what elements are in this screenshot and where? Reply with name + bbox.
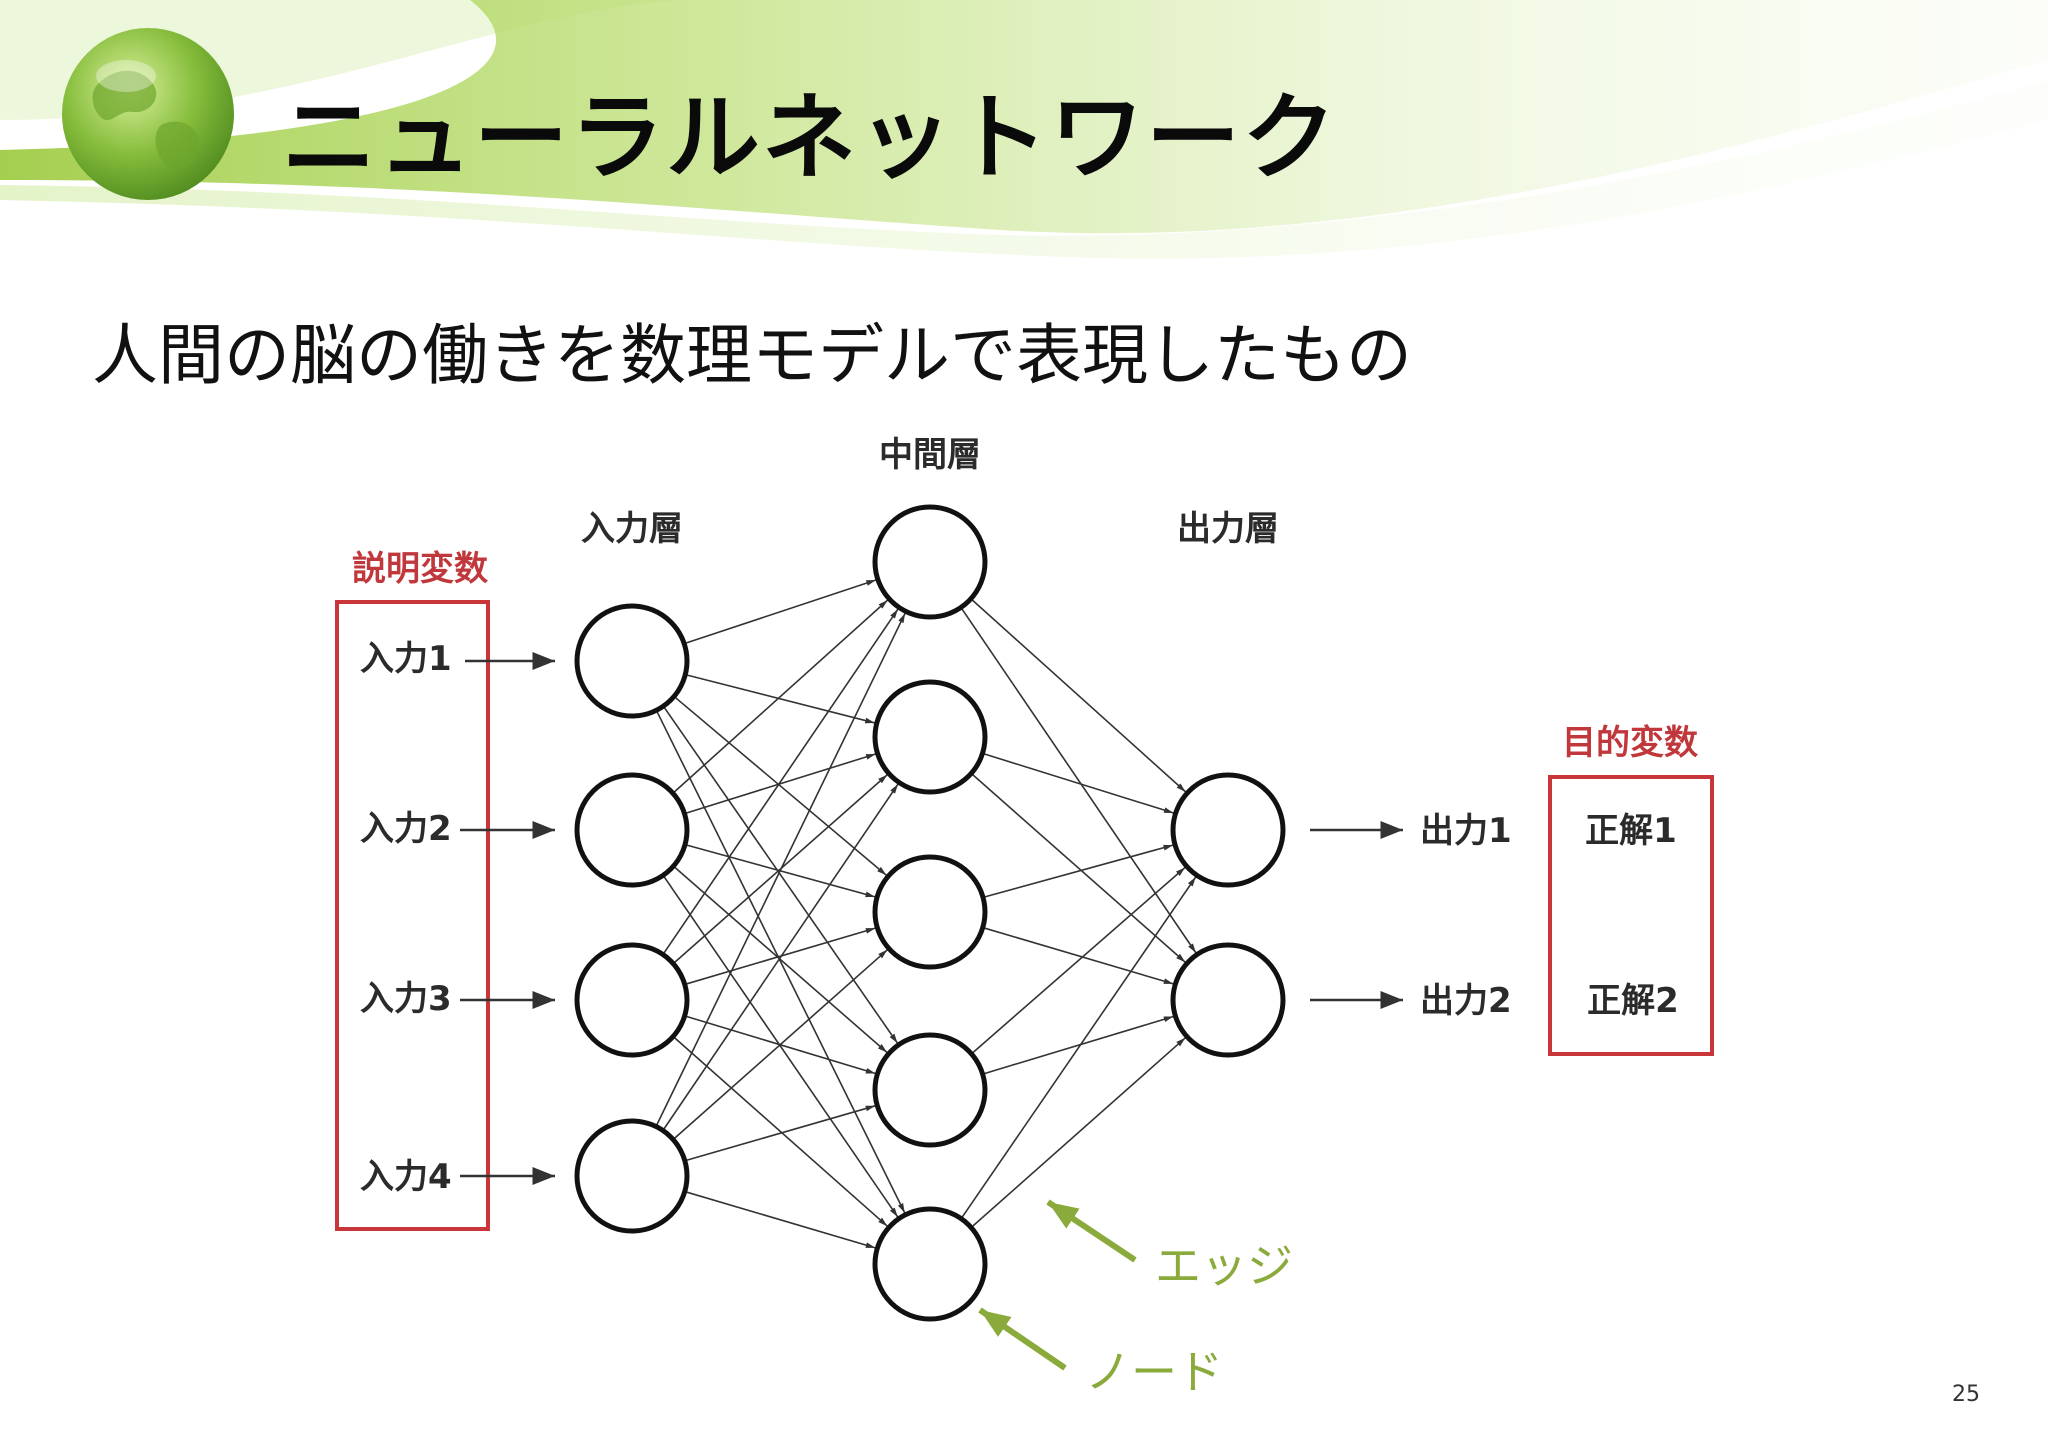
output-node-1 [1170, 772, 1286, 888]
output-node-2 [1170, 942, 1286, 1058]
edge-input-4-to-hidden-2 [662, 783, 899, 1131]
hidden-node-3 [872, 854, 988, 970]
hidden-node-5 [872, 1206, 988, 1322]
edge-input-2-to-hidden-5 [662, 874, 899, 1218]
explanatory-variables-box [335, 600, 490, 1231]
edge-hidden-1-to-output-2 [960, 607, 1197, 954]
edge-input-2-to-hidden-1 [672, 599, 889, 794]
input-node-1 [574, 603, 690, 719]
edge-input-4-to-hidden-4 [684, 1105, 876, 1162]
edge-input-4-to-hidden-1 [655, 612, 906, 1127]
hidden-node-1 [872, 504, 988, 620]
edge-input-4-to-hidden-5 [684, 1190, 876, 1249]
target-variables-box [1548, 775, 1714, 1056]
input-label-2: 入力2 [360, 809, 452, 849]
edge-input-2-to-hidden-4 [672, 865, 888, 1054]
explanatory-variables-header: 説明変数 [352, 549, 488, 589]
edge-input-3-to-hidden-5 [672, 1035, 888, 1227]
edge-hidden-5-to-output-2 [970, 1037, 1186, 1229]
node-annotation-arrow [978, 1307, 1067, 1371]
edge-input-3-to-hidden-1 [662, 608, 899, 955]
input-label-3: 入力3 [360, 979, 452, 1019]
hidden-node-2 [872, 679, 988, 795]
edge-group [655, 579, 1197, 1249]
output-label-1: 出力1 [1420, 811, 1512, 851]
globe-icon [62, 28, 234, 200]
edge-input-3-to-hidden-3 [684, 927, 876, 986]
output-label-2: 出力2 [1420, 981, 1512, 1021]
slide-title: ニューラルネットワーク [282, 84, 1339, 193]
page-number: 25 [1952, 1382, 1980, 1407]
edge-hidden-5-to-output-1 [960, 876, 1197, 1220]
slide-subtitle: 人間の脳の働きを数理モデルで表現したもの [92, 317, 1412, 394]
edge-hidden-4-to-output-2 [982, 1015, 1174, 1075]
edge-hidden-3-to-output-1 [982, 844, 1174, 899]
edge-annotation-arrow [1046, 1199, 1137, 1263]
edge-input-1-to-hidden-3 [673, 695, 887, 876]
input-label-1: 入力1 [360, 639, 452, 679]
node-group [574, 504, 1286, 1322]
input-node-2 [574, 772, 690, 888]
target-variables-header: 目的変数 [1562, 723, 1698, 763]
node-annotation: ノード [1085, 1345, 1223, 1399]
edge-input-1-to-hidden-4 [662, 705, 899, 1044]
edge-input-1-to-hidden-1 [683, 579, 877, 645]
input-layer-header: 入力層 [581, 509, 683, 549]
edge-input-1-to-hidden-5 [655, 709, 906, 1214]
edge-annotation: エッジ [1155, 1239, 1293, 1293]
edge-hidden-2-to-output-2 [970, 772, 1186, 963]
input-node-3 [574, 942, 690, 1058]
hidden-node-4 [872, 1032, 988, 1148]
input-label-4: 入力4 [360, 1157, 452, 1197]
edge-hidden-3-to-output-2 [982, 926, 1174, 985]
output-layer-header: 出力層 [1177, 509, 1279, 549]
target-label-2: 正解2 [1587, 981, 1679, 1021]
hidden-layer-header: 中間層 [879, 435, 981, 475]
input-node-4 [574, 1118, 690, 1234]
edge-input-1-to-hidden-2 [685, 673, 875, 724]
edge-input-4-to-hidden-3 [672, 949, 888, 1141]
edge-hidden-4-to-output-1 [970, 866, 1186, 1055]
target-label-1: 正解1 [1585, 811, 1677, 851]
edge-hidden-2-to-output-1 [982, 752, 1174, 814]
edge-hidden-1-to-output-1 [970, 598, 1187, 793]
